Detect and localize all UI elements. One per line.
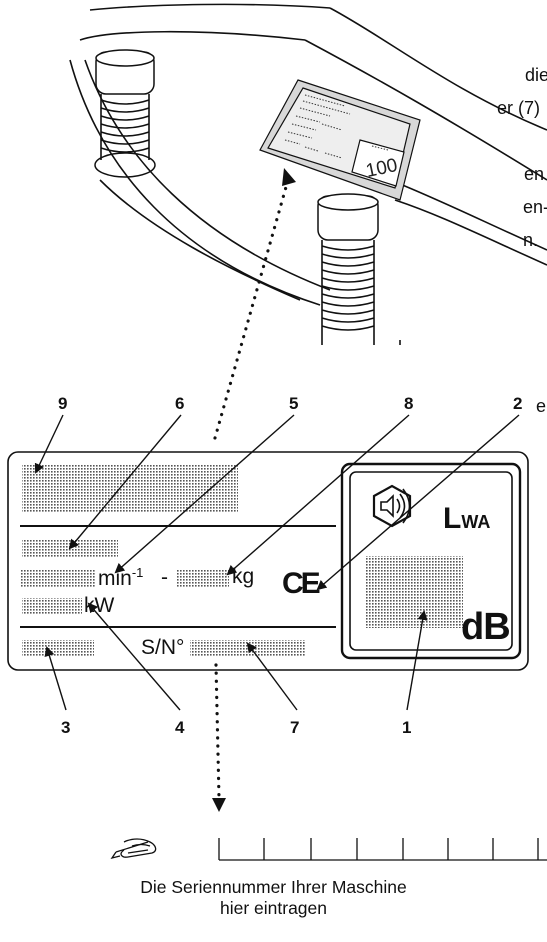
callout-6: 6: [175, 394, 185, 413]
callout-3: 3: [61, 718, 71, 737]
callout-5: 5: [289, 394, 299, 413]
callout-4: 4: [175, 718, 185, 737]
spring-right: [317, 193, 379, 345]
pen-hand-icon: [110, 838, 157, 860]
mass-unit: kg: [232, 565, 255, 588]
lwa-label: LWA: [443, 502, 491, 535]
rpm-exponent: -1: [131, 565, 144, 580]
loudspeaker-icon: [372, 484, 412, 528]
callout-9: 9: [58, 394, 68, 413]
callout-7: 7: [290, 718, 300, 737]
db-label: dB: [461, 606, 511, 648]
leader-up-dotted: [213, 178, 290, 440]
callout-leaders: [34, 414, 520, 711]
leader-down-dotted: [214, 663, 221, 800]
caption-line-2: hier eintragen: [219, 898, 328, 918]
hatched-fields: [20, 465, 463, 657]
side-text-4: en-: [523, 197, 547, 217]
side-text-6: e: [536, 396, 547, 416]
rpm-unit: min-1: [98, 565, 144, 590]
callout-2: 2: [513, 394, 523, 413]
side-text-2: er (7): [497, 98, 541, 118]
serial-label: S/N°: [141, 636, 185, 659]
spring-left: [94, 49, 156, 178]
serial-number-boxes: [218, 838, 547, 861]
side-text-5: n.: [523, 230, 539, 250]
mini-rating-plate: [259, 79, 421, 201]
ce-mark: CE: [282, 567, 321, 600]
callout-8: 8: [404, 394, 414, 413]
power-unit: kW: [84, 594, 115, 617]
side-text-1: die: [525, 65, 547, 85]
caption-line-1: Die Seriennummer Ihrer Maschine: [140, 877, 407, 897]
callout-1: 1: [402, 718, 412, 737]
lwa-subscript: WA: [461, 512, 491, 532]
dash: -: [161, 566, 168, 589]
side-text-3: en: [524, 164, 545, 184]
